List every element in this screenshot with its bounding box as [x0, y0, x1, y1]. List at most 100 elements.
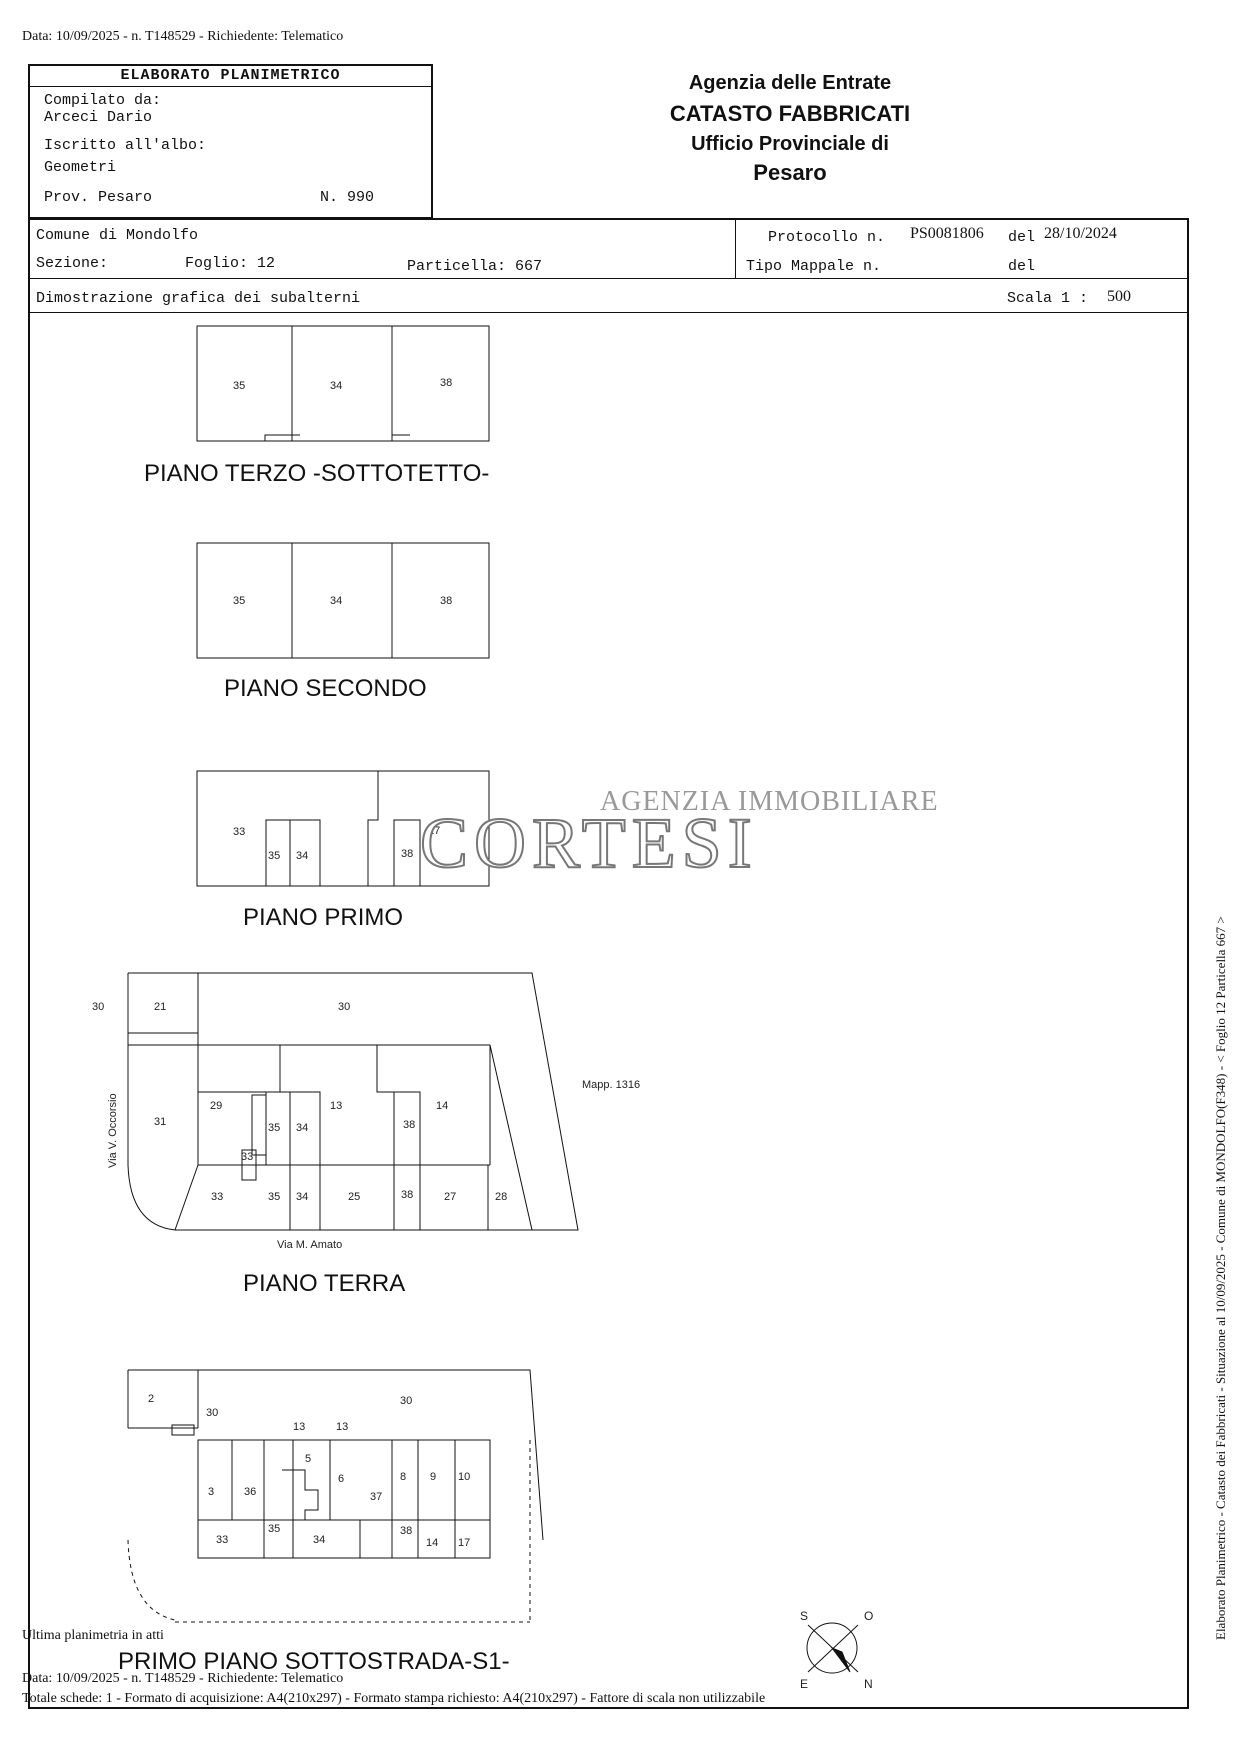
room-label: 35 [268, 850, 280, 862]
room-label: 10 [458, 1471, 470, 1483]
room-label: 28 [495, 1191, 507, 1203]
room-label: 35 [268, 1122, 280, 1134]
room-label: 27 [444, 1191, 456, 1203]
room-label: 25 [348, 1191, 360, 1203]
watermark-line-1: AGENZIA IMMOBILIARE [600, 786, 939, 817]
room-label: 38 [401, 1189, 413, 1201]
compilato-label: Compilato da: [44, 92, 162, 109]
room-label: 33 [216, 1534, 228, 1546]
comune: Comune di Mondolfo [36, 227, 199, 244]
compass-icon [806, 1622, 859, 1674]
room-label: 35 [233, 380, 245, 392]
vertical-side-note: Elaborato Planimetrico - Catasto dei Fab… [1213, 916, 1228, 1640]
scala-value: 500 [1107, 288, 1131, 305]
plan-piano-primo [196, 770, 490, 887]
agency-line-2: CATASTO FABBRICATI [669, 101, 911, 126]
room-label: 14 [426, 1537, 438, 1549]
province-label: Prov. Pesaro [44, 189, 153, 206]
floor-label-secondo: PIANO SECONDO [224, 675, 427, 702]
room-label: 33 [233, 826, 245, 838]
floor-label-primo: PIANO PRIMO [243, 904, 404, 931]
floor-label-terzo: PIANO TERZO -SOTTOTETTO- [144, 460, 490, 487]
room-label: 2 [148, 1393, 154, 1405]
room-label: 21 [154, 1001, 166, 1013]
floor-label-terra: PIANO TERRA [243, 1270, 406, 1297]
room-label: 30 [338, 1001, 350, 1013]
mapp-label: Mapp. 1316 [582, 1079, 640, 1091]
room-label: 34 [330, 380, 342, 392]
room-label: 33 [211, 1191, 223, 1203]
room-label: 17 [428, 825, 440, 837]
room-label: 5 [305, 1453, 311, 1465]
room-label: 29 [210, 1100, 222, 1112]
room-label: 13 [293, 1421, 305, 1433]
room-label: 31 [154, 1116, 166, 1128]
main-frame [28, 218, 1189, 1709]
particella: Particella: 667 [407, 258, 543, 275]
del-value-1: 28/10/2024 [1044, 225, 1117, 242]
room-label: 13 [336, 1421, 348, 1433]
room-label: 35 [268, 1523, 280, 1535]
sezione-label: Sezione: [36, 255, 109, 272]
dimostrazione: Dimostrazione grafica dei subalterni [36, 290, 361, 307]
floor-label-sottostrada: PRIMO PIANO SOTTOSTRADA-S1- [118, 1648, 510, 1675]
del-label-1: del [1008, 229, 1036, 246]
scala-label: Scala 1 : [1007, 290, 1089, 307]
tipo-mappale-label: Tipo Mappale n. [746, 258, 882, 275]
compass-o: O [864, 1609, 873, 1623]
room-label: 38 [440, 377, 452, 389]
ultima-planimetria: Ultima planimetria in atti [22, 1628, 164, 1643]
compass-s: S [800, 1609, 808, 1623]
document-header-meta: Data: 10/09/2025 - n. T148529 - Richiede… [22, 29, 344, 44]
via-occorsio-label: Via V. Occorsio [107, 1093, 119, 1168]
iscritto-label: Iscritto all'albo: [44, 137, 207, 154]
plan-sottostrada [127, 1369, 544, 1623]
agency-line-3: Ufficio Provinciale di [691, 133, 889, 155]
registration-number: N. 990 [320, 189, 375, 206]
room-label: 38 [403, 1119, 415, 1131]
watermark: AGENZIA IMMOBILIARE CORTESI [300, 780, 950, 890]
room-label: 8 [400, 1471, 406, 1483]
room-label: 30 [400, 1395, 412, 1407]
room-label: 6 [338, 1473, 344, 1485]
via-amato-label: Via M. Amato [277, 1239, 342, 1251]
plan-piano-terra [127, 972, 579, 1231]
agency-line-4: Pesaro [753, 160, 827, 185]
compilato-name: Arceci Dario [44, 109, 153, 126]
protocollo-label: Protocollo n. [768, 229, 886, 246]
room-label: 35 [233, 595, 245, 607]
room-label: 35 [268, 1191, 280, 1203]
compass-n: N [864, 1677, 873, 1691]
room-label: 34 [330, 595, 342, 607]
room-label: 34 [296, 1122, 308, 1134]
room-label: 37 [370, 1491, 382, 1503]
plan-piano-secondo [196, 542, 490, 659]
protocollo-value: PS0081806 [910, 225, 984, 242]
footer-data: Data: 10/09/2025 - n. T148529 - Richiede… [22, 1671, 344, 1686]
room-label: 17 [458, 1537, 470, 1549]
room-label: 9 [430, 1471, 436, 1483]
room-label: 34 [296, 1191, 308, 1203]
plan-piano-terzo [196, 325, 490, 442]
watermark-line-2: CORTESI [419, 802, 758, 884]
room-label: 38 [400, 1525, 412, 1537]
box-title: ELABORATO PLANIMETRICO [120, 67, 341, 84]
room-label: 14 [436, 1100, 448, 1112]
room-label: 34 [296, 850, 308, 862]
room-label: 30 [206, 1407, 218, 1419]
del-label-2: del [1008, 258, 1036, 275]
room-label: 36 [244, 1486, 256, 1498]
compass-e: E [800, 1677, 808, 1691]
footer-totale: Totale schede: 1 - Formato di acquisizio… [22, 1691, 766, 1706]
room-label: 3 [208, 1486, 214, 1498]
room-label: 38 [440, 595, 452, 607]
room-label: 30 [92, 1001, 104, 1013]
iscritto-value: Geometri [44, 159, 117, 176]
room-label: 34 [313, 1534, 325, 1546]
room-label: 13 [330, 1100, 342, 1112]
room-label: 38 [401, 848, 413, 860]
foglio: Foglio: 12 [185, 255, 276, 272]
room-label: 33 [241, 1151, 253, 1163]
